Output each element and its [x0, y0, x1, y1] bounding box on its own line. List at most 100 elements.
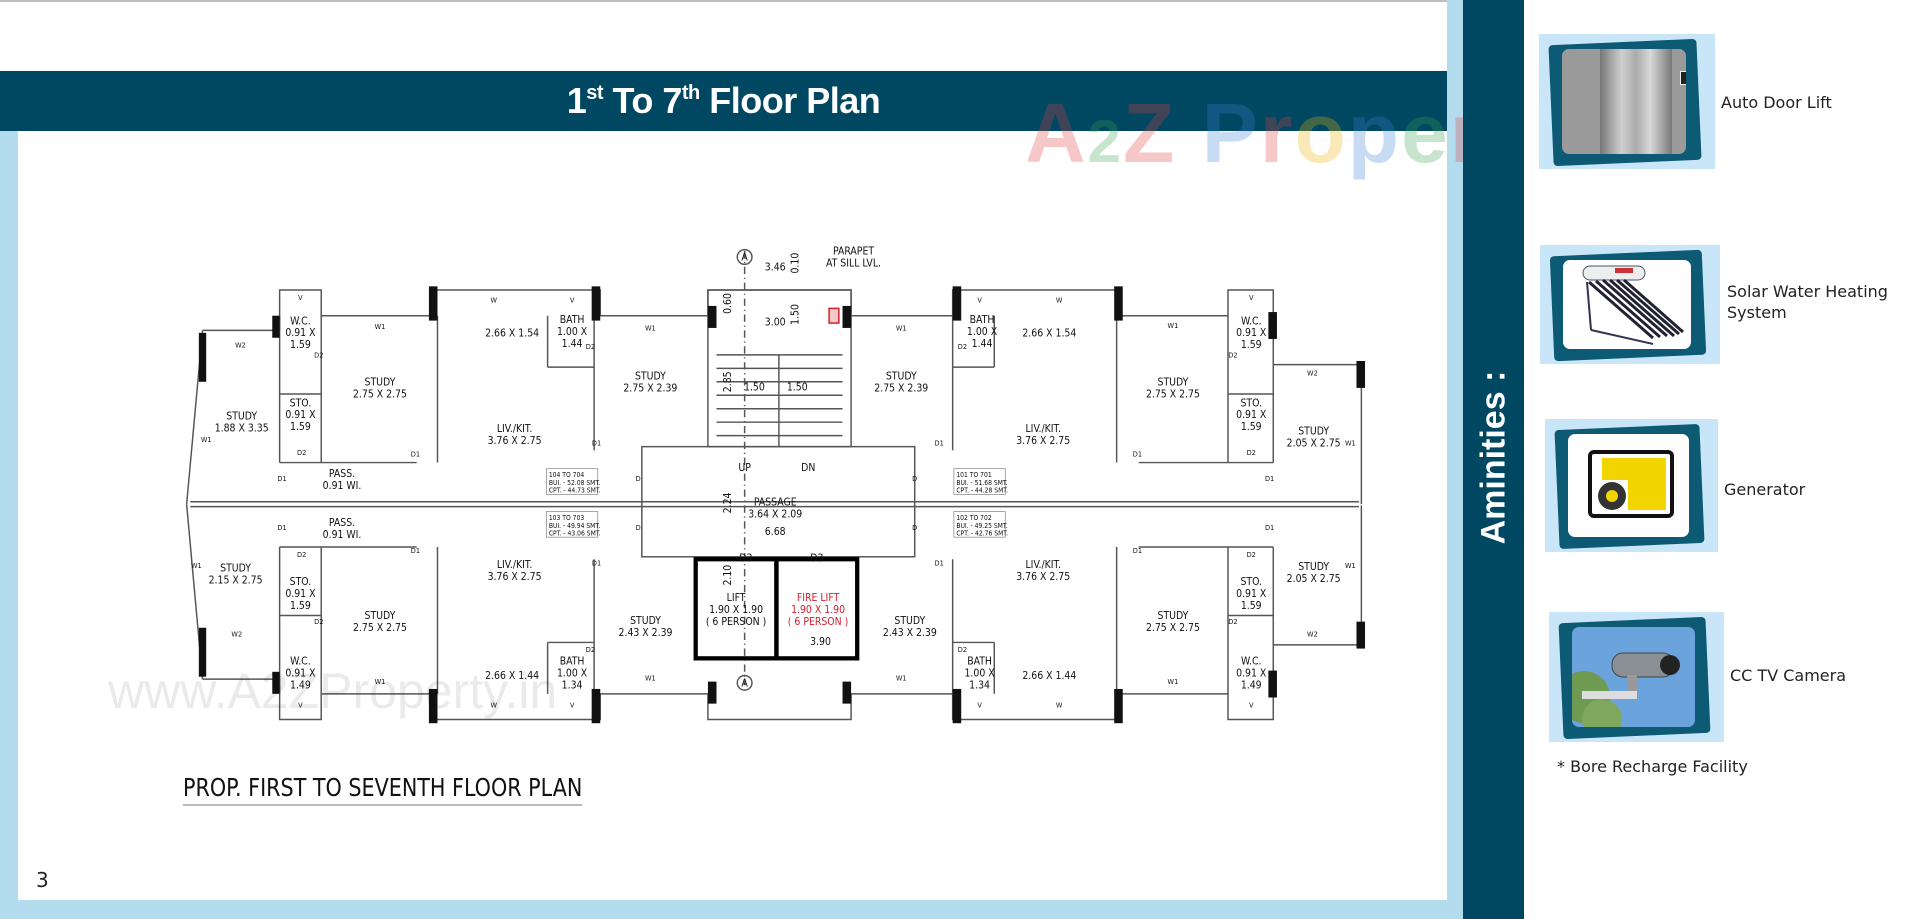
dimension-label: DN [801, 462, 815, 474]
room-label-line: 2.66 X 1.44 [485, 670, 539, 682]
opening-code-label-line: D2 [586, 342, 595, 351]
dimension-label-line: 6.68 [765, 526, 786, 538]
opening-code-label-line: D2 [958, 645, 967, 654]
logo-letter: r [1259, 86, 1295, 180]
amenity-card-auto-door-lift [1539, 34, 1715, 169]
opening-code-label: W [491, 700, 498, 709]
column-block [842, 305, 852, 328]
opening-code-label: W1 [1345, 438, 1356, 447]
logo-letter: 2 [1087, 108, 1124, 175]
opening-code-label: W2 [1307, 629, 1318, 638]
room-label-line: 0.91 X [1236, 588, 1267, 600]
room-label-line: PARAPET [833, 246, 874, 258]
opening-code-label-line: W2 [231, 629, 242, 638]
room-label-line: LIV./KIT. [1025, 559, 1060, 571]
amenity-label: Solar Water Heating System [1727, 282, 1888, 322]
opening-code-label: D2 [314, 350, 323, 359]
website-watermark: www.A2ZProperty.in [108, 663, 558, 719]
room-label-line: 3.76 X 2.75 [1016, 435, 1070, 447]
dimension-label: D3 [810, 553, 823, 565]
generator-icon [1565, 431, 1692, 540]
opening-code-label-line: D2 [586, 645, 595, 654]
opening-code-label: D1 [1133, 546, 1142, 555]
room-label-line: 2.75 X 2.39 [874, 382, 928, 394]
room-label-line: STUDY [1158, 610, 1189, 622]
column-block [707, 305, 717, 328]
unit-area-box [953, 468, 1006, 495]
dimension-label-line: D3 [739, 553, 752, 565]
opening-code-label: D [636, 523, 641, 532]
unit-area-label-line: 102 TO 702 [956, 514, 992, 522]
room-label-line: 2.75 X 2.75 [1146, 388, 1200, 400]
opening-code-label: D1 [935, 438, 944, 447]
opening-code-label: D2 [586, 645, 595, 654]
dimension-label: 0.60 [722, 293, 734, 314]
opening-code-label-line: D1 [277, 523, 286, 532]
room-label-line: 1.59 [290, 600, 311, 612]
room-label-line: W.C. [1241, 655, 1262, 667]
opening-code-label-line: D1 [592, 558, 601, 567]
room-label-line: STUDY [220, 562, 251, 574]
opening-code-label-line: V [298, 293, 303, 302]
dimension-label: 3.00 [765, 317, 786, 329]
dimension-label-line: 1.50 [789, 304, 801, 325]
section-marker [736, 674, 753, 691]
room-label-line: STUDY [894, 615, 925, 627]
logo-letter: p [1347, 86, 1402, 180]
room-label-line: STO. [1240, 576, 1262, 588]
room-label-line: 1.44 [972, 338, 993, 350]
opening-code-label: W1 [1345, 561, 1356, 570]
room-label-line: 2.43 X 2.39 [619, 627, 673, 639]
column-block [1268, 312, 1277, 339]
opening-code-label-line: D2 [1228, 617, 1237, 626]
opening-code-label: V [570, 700, 575, 709]
dimension-label: 2.24 [722, 492, 734, 513]
opening-code-label: V [977, 700, 982, 709]
room-label-line: LIV./KIT. [497, 423, 532, 435]
logo-letter: Z [1123, 86, 1177, 180]
opening-code-label-line: D1 [1133, 546, 1142, 555]
column-block [428, 286, 438, 321]
unit-area-label-line: BUI. - 51.68 SMT. [956, 479, 1007, 487]
opening-code-label: D2 [1228, 350, 1237, 359]
unit-area-box [546, 511, 599, 538]
room-label: 2.66 X 1.44 [1022, 670, 1076, 682]
plan-columns [198, 286, 1366, 724]
section-marker [736, 248, 753, 266]
dimension-label: 6.68 [765, 526, 786, 538]
opening-code-label-line: W1 [896, 323, 907, 332]
room-label: LIV./KIT.3.76 X 2.75 [488, 423, 542, 447]
column-block [952, 688, 962, 724]
room-label-line: 0.91 X [1236, 667, 1267, 679]
dimension-label-line: DN [801, 462, 815, 474]
opening-code-label: D2 [586, 342, 595, 351]
title-superscript: st [586, 82, 604, 104]
opening-code-label-line: W1 [1168, 677, 1179, 686]
cctv-camera-icon [1569, 624, 1698, 730]
opening-code-label-line: D2 [1247, 550, 1256, 559]
title-part: 1 [566, 80, 587, 121]
dimension-label: 1.50 [789, 304, 801, 325]
amenity-card-cctv [1549, 612, 1724, 742]
room-label-line: W.C. [290, 315, 311, 327]
plan-caption: PROP. FIRST TO SEVENTH FLOOR PLAN [183, 773, 583, 806]
room-label-line: LIV./KIT. [1025, 423, 1060, 435]
room-label-line: BATH [970, 314, 995, 326]
room-label-line: 1.00 X [557, 326, 588, 338]
room-label-line: STUDY [1298, 425, 1329, 437]
room-label-line: STUDY [226, 411, 257, 423]
room-label-line: 3.64 X 2.09 [748, 508, 802, 520]
room-label-line: BATH [560, 655, 585, 667]
unit-area-label-line: CPT. - 42.76 SMT. [956, 530, 1008, 538]
room-label-line: ( 6 PERSON ) [706, 616, 766, 628]
opening-code-label: W1 [896, 673, 907, 682]
dimension-label: A [741, 677, 748, 689]
opening-code-label: D2 [958, 645, 967, 654]
